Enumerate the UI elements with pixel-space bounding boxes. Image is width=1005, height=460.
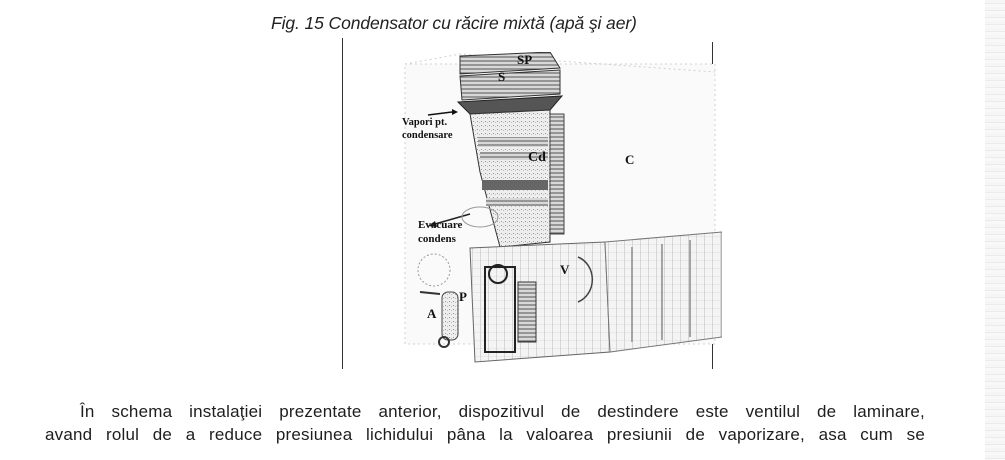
label-evacuare-line1: Evacuare bbox=[418, 219, 463, 231]
label-vapori-line2: condensare bbox=[402, 130, 453, 141]
label-s: S bbox=[498, 69, 506, 84]
label-cd: Cd bbox=[528, 150, 546, 165]
label-c: C bbox=[625, 152, 635, 167]
label-a: A bbox=[427, 306, 437, 321]
label-p: P bbox=[459, 289, 467, 304]
body-paragraph-line-2: avand rolul de a reduce presiunea lichid… bbox=[45, 425, 925, 444]
figure-frame-left-line bbox=[342, 38, 343, 369]
label-v: V bbox=[560, 262, 570, 277]
body-paragraph-line-1: În schema instalaţiei prezentate anterio… bbox=[80, 402, 925, 421]
label-evacuare-line2: condens bbox=[418, 233, 456, 245]
figure-caption: Fig. 15 Condensator cu răcire mixtă (apă… bbox=[271, 13, 637, 33]
condenser-drawing bbox=[404, 51, 723, 363]
label-vapori-line1: Vapori pt. bbox=[402, 117, 448, 128]
condenser-illustration: SP S Vapori pt. condensare Cd C Evacuare… bbox=[400, 51, 723, 364]
scan-page-edge bbox=[985, 0, 1005, 460]
label-sp: SP bbox=[517, 52, 533, 67]
